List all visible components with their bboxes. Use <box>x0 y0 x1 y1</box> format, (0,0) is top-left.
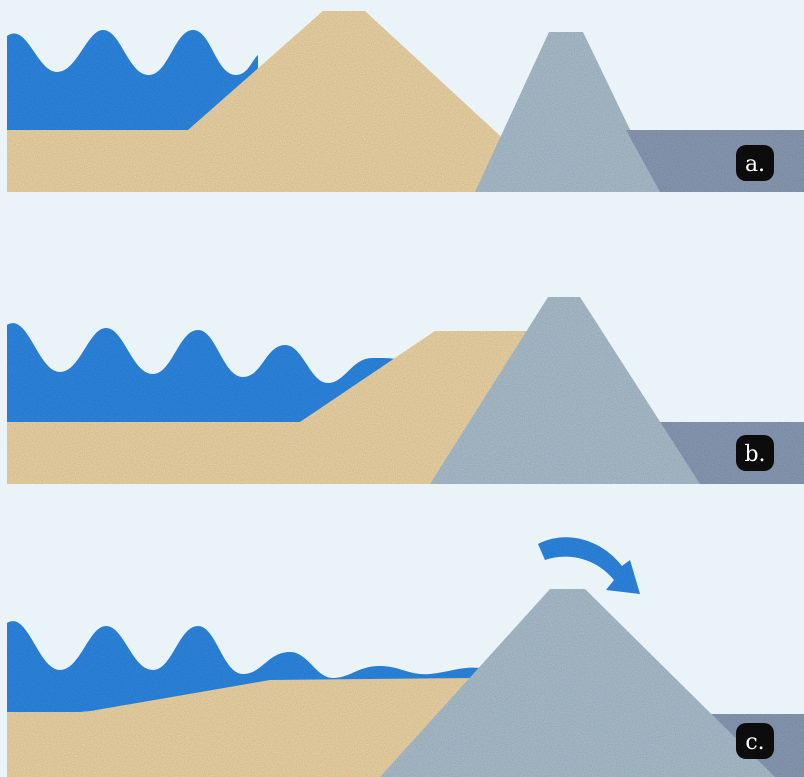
rock-barrier <box>475 32 660 192</box>
panel-label-a: a. <box>736 145 774 181</box>
label-text: c. <box>745 730 764 755</box>
panel-label-c: c. <box>736 723 774 759</box>
label-text: b. <box>744 442 765 467</box>
label-text: a. <box>745 152 765 177</box>
panel-a: a. <box>7 11 804 192</box>
panel-c: c. <box>7 537 804 777</box>
panel-b: b. <box>7 297 804 484</box>
panel-label-b: b. <box>736 435 774 471</box>
curved-arrow-icon <box>538 537 640 594</box>
